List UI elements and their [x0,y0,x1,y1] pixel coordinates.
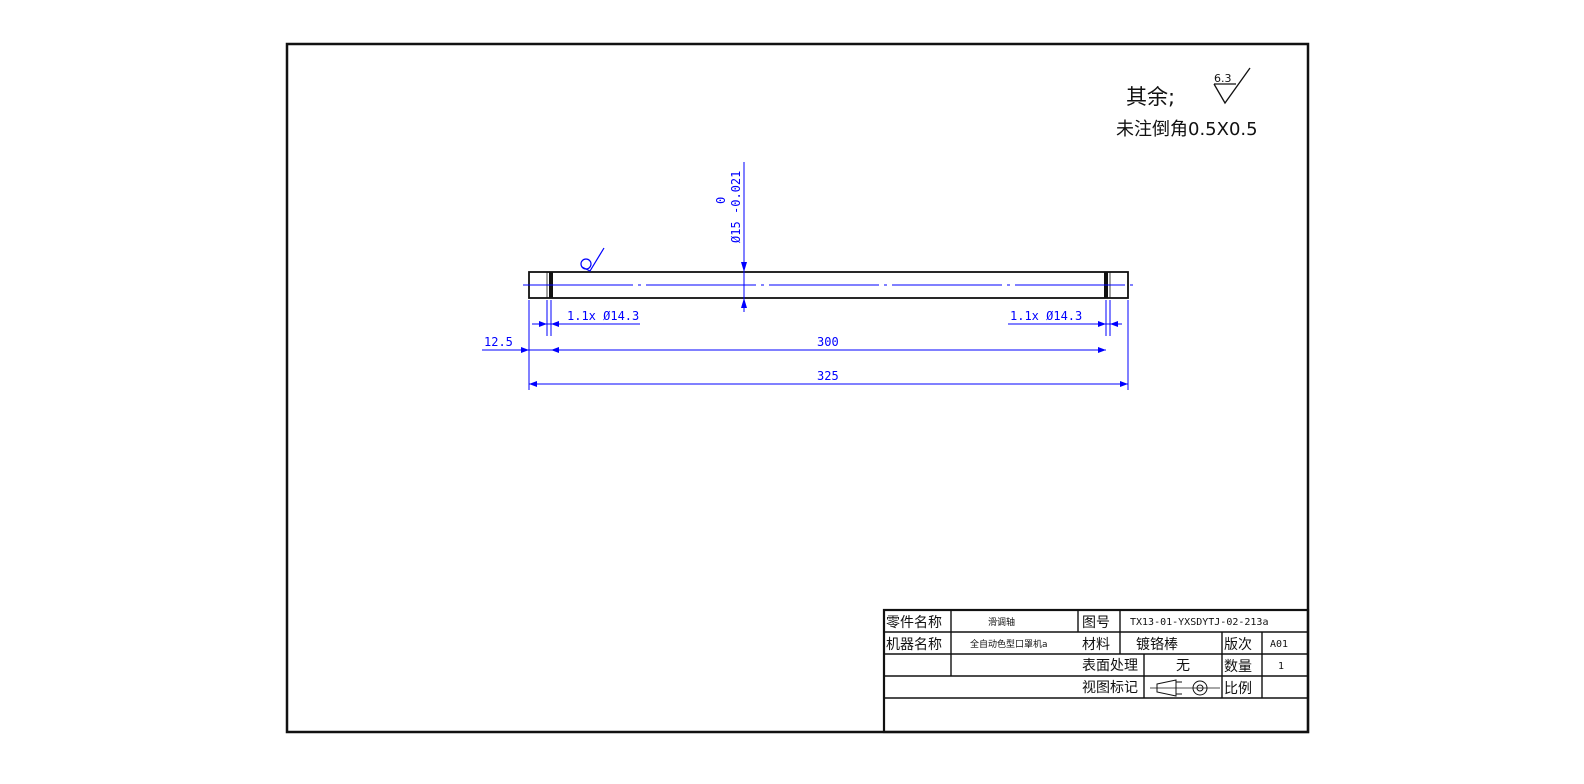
remaining-roughness-label: 其余; [1126,85,1175,109]
total-length-label: 325 [817,369,839,383]
diameter-label: Ø15 [729,221,743,243]
machine-name-value: 全自动色型口罩机a [970,638,1048,650]
surface-value: 无 [1176,658,1190,674]
part-name-label: 零件名称 [886,615,942,631]
projection-symbol-icon [1150,679,1220,697]
quantity-value: 1 [1278,661,1284,672]
offset-left-label: 12.5 [484,335,513,349]
roughness-symbol-icon: 6.3 [1213,67,1251,105]
drawing-no-label: 图号 [1082,615,1110,631]
groove-right-label: 1.1x Ø14.3 [1010,309,1082,323]
part-roughness-icon [580,247,605,272]
material-label: 材料 [1082,637,1110,653]
tolerance-lower: -0.021 [729,171,743,214]
tolerance-upper: 0 [714,197,728,204]
revision-label: 版次 [1224,637,1252,653]
revision-value: A01 [1270,639,1288,650]
chamfer-note: 未注倒角0.5X0.5 [1116,119,1258,140]
groove-left-label: 1.1x Ø14.3 [567,309,639,323]
diameter-dimension: Ø15 0 -0.021 [714,162,747,312]
total-length-dimension [529,381,1128,387]
scale-label: 比例 [1224,681,1252,697]
groove-dimension-right [1008,300,1122,336]
part-name-value: 滑调轴 [988,616,1015,628]
inner-length-label: 300 [817,335,839,349]
general-notes: 其余; 6.3 未注倒角0.5X0.5 [1116,67,1258,140]
roughness-value: 6.3 [1214,72,1232,85]
drawing-no-value: TX13-01-YXSDYTJ-02-213a [1130,617,1268,628]
view-mark-label: 视图标记 [1082,680,1138,696]
surface-label: 表面处理 [1082,658,1138,674]
drawing-border [285,42,1310,734]
title-block: 零件名称 滑调轴 图号 TX13-01-YXSDYTJ-02-213a 机器名称… [882,608,1310,734]
quantity-label: 数量 [1224,659,1252,675]
material-value: 镀铬棒 [1136,636,1178,653]
inner-length-dimension [551,300,1129,390]
machine-name-label: 机器名称 [886,637,942,653]
groove-dimension-left [532,300,640,336]
